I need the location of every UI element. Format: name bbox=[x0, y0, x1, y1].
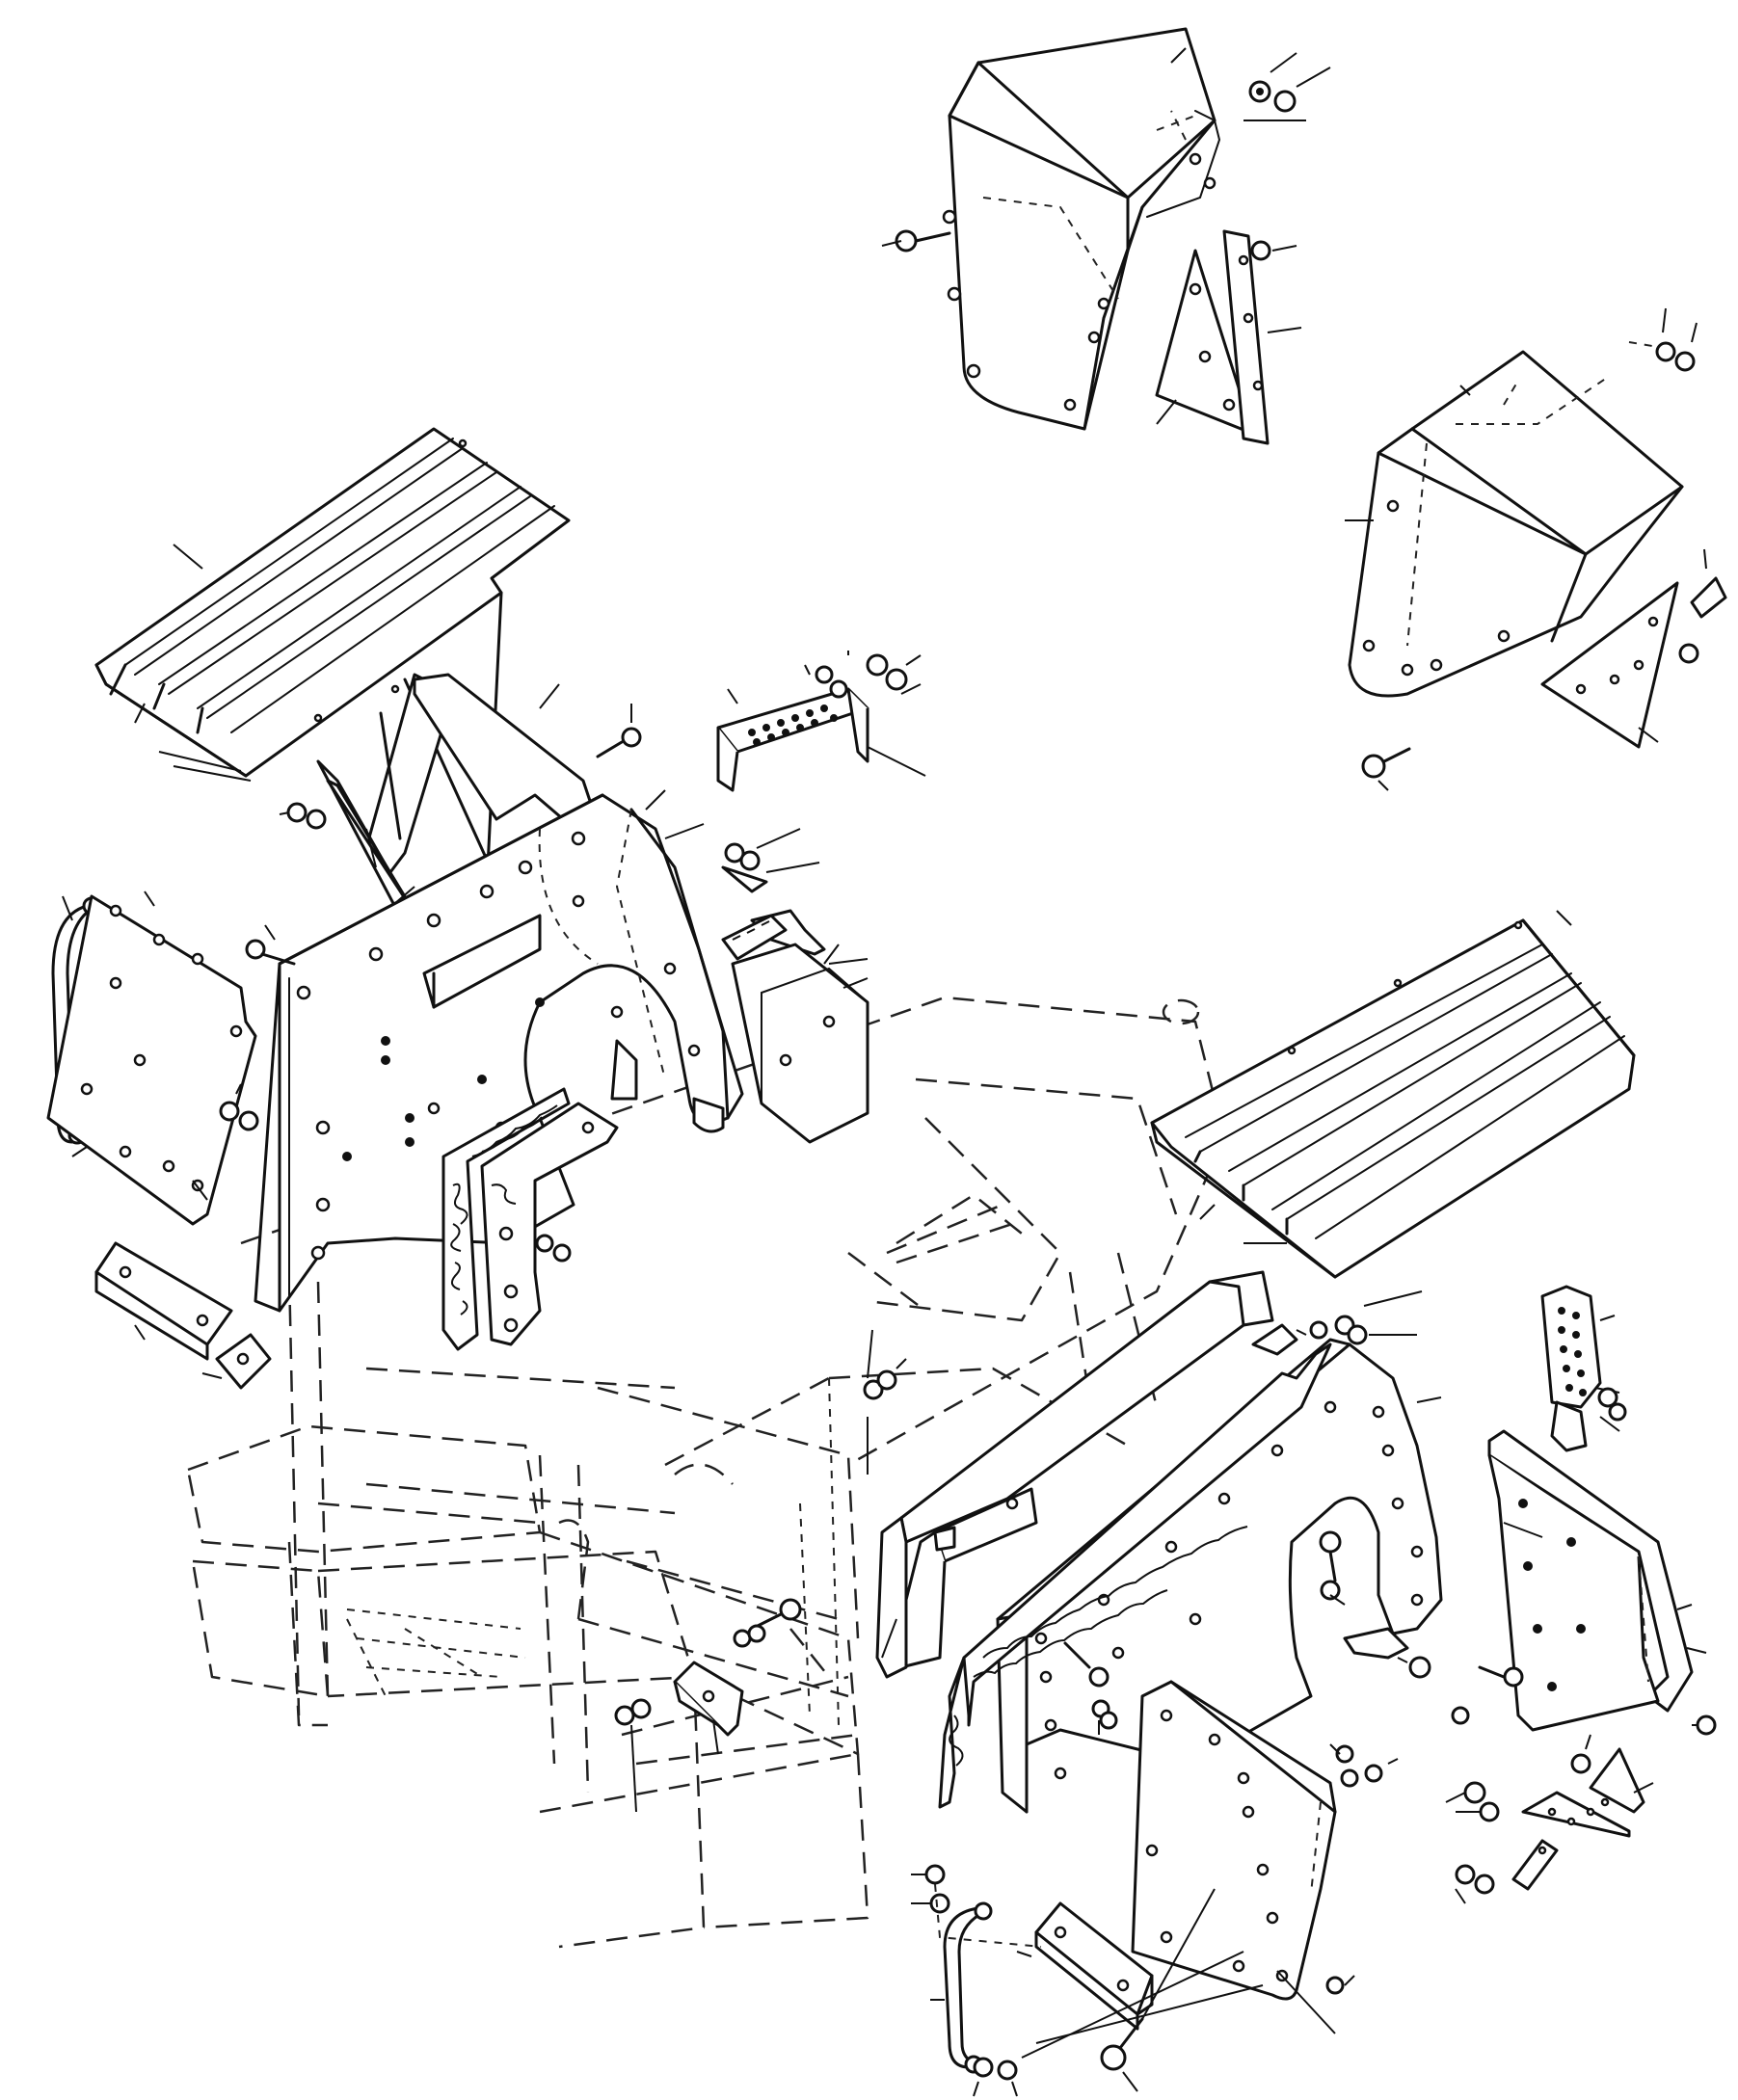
hood-bracket-strip bbox=[1690, 548, 1727, 619]
bolt-icon bbox=[881, 229, 951, 253]
nut-icon bbox=[614, 1698, 652, 1813]
bolt-icon bbox=[245, 924, 296, 966]
perforated-step-right bbox=[1540, 1285, 1620, 1452]
nut-icon bbox=[1692, 1715, 1717, 1736]
bolt-icon bbox=[1100, 1888, 1216, 2092]
handrail-right bbox=[930, 1901, 993, 2074]
nut-icon bbox=[1296, 1290, 1423, 1345]
bolt-icon bbox=[1361, 747, 1411, 791]
nut-icon bbox=[1570, 1734, 1591, 1774]
nut-icon bbox=[1397, 1656, 1431, 1679]
hood-bracket-triangle bbox=[1521, 1747, 1654, 1838]
nut-icon bbox=[1628, 307, 1698, 372]
side-panel-right bbox=[1131, 1680, 1337, 2034]
hood-cover-right bbox=[1345, 350, 1684, 698]
step-support-bar bbox=[413, 673, 595, 826]
nut-icon bbox=[279, 802, 327, 830]
nut-icon bbox=[1325, 1975, 1355, 1995]
nut-icon bbox=[733, 1624, 766, 1648]
fender-rib-right bbox=[867, 1270, 1298, 1679]
angle-bracket-right bbox=[1016, 1901, 1154, 2031]
hood-bracket-strip bbox=[1222, 229, 1302, 445]
fender-inner-panel-left bbox=[441, 1087, 619, 1351]
hood-bracket-triangle bbox=[1540, 581, 1679, 749]
step-support-bracket bbox=[731, 909, 869, 1144]
nut-icon bbox=[1243, 52, 1331, 121]
nut-icon bbox=[1678, 643, 1699, 664]
nut-icon bbox=[804, 651, 922, 699]
bolt-icon bbox=[1063, 1641, 1110, 1688]
nut-icon bbox=[721, 828, 820, 893]
perforated-step-left bbox=[716, 687, 926, 792]
nut-icon bbox=[973, 1951, 1264, 2097]
hood-bracket-strip bbox=[1511, 1839, 1559, 1891]
bolt-icon bbox=[596, 704, 642, 758]
bolt-icon bbox=[1478, 1665, 1524, 1688]
nut-icon bbox=[535, 1234, 572, 1263]
bolt-icon bbox=[1319, 1530, 1346, 1606]
nut-icon bbox=[1455, 1864, 1495, 1904]
nut-icon bbox=[911, 1864, 1042, 1948]
nut-icon bbox=[1250, 240, 1297, 261]
nut-icon bbox=[1597, 1387, 1627, 1432]
step-pad-small bbox=[721, 914, 788, 961]
pin-icon bbox=[933, 1526, 956, 1552]
nut-icon bbox=[1329, 1706, 1470, 1788]
bracket-small-center bbox=[673, 1661, 744, 1755]
angle-bracket-left bbox=[94, 1241, 272, 1390]
side-panel-left bbox=[46, 891, 257, 1226]
hood-cover-upper bbox=[942, 27, 1221, 431]
fender-left bbox=[254, 789, 744, 1313]
nut-icon bbox=[1445, 1781, 1500, 1822]
nut-icon bbox=[219, 1083, 259, 1131]
hood-bracket-triangle bbox=[1155, 249, 1255, 436]
fender-support-right bbox=[1487, 1429, 1707, 1732]
step-plate-right bbox=[1150, 910, 1636, 1279]
step-plate-left bbox=[94, 427, 571, 782]
nut-icon bbox=[1091, 1699, 1118, 1735]
nut-icon bbox=[863, 1329, 907, 1400]
